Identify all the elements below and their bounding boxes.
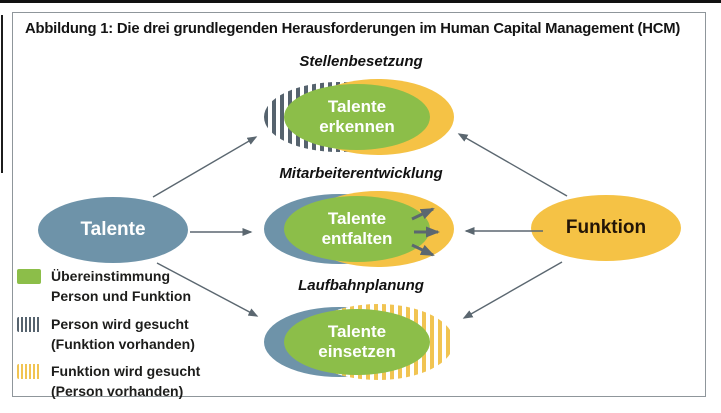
challenge-label-line: einsetzen: [318, 342, 396, 361]
legend-item-function-sought: Funktion wird gesucht (Person vorhanden): [16, 361, 216, 402]
legend-item-person-sought: Person wird gesucht (Funktion vorhanden): [16, 314, 216, 355]
match-ellipse: Talente einsetzen: [284, 309, 430, 375]
funktion-label: Funktion: [565, 217, 647, 238]
talente-label: Talente: [80, 219, 146, 240]
talente-node: Talente: [38, 197, 188, 263]
heading-laufbahnplanung: Laufbahnplanung: [298, 277, 424, 294]
challenge-label-line: Talente: [327, 96, 387, 116]
challenge-label-line: entfalten: [321, 229, 393, 248]
scan-edge-left: [1, 15, 3, 173]
legend-label: Funktion wird gesucht: [51, 363, 201, 380]
legend-label: (Funktion vorhanden): [51, 335, 195, 352]
legend: Übereinstimmung Person und Funktion Pers…: [16, 266, 216, 409]
challenge-erkennen-group: Talente erkennen: [264, 79, 454, 155]
heading-stellenbesetzung: Stellenbesetzung: [299, 53, 423, 70]
legend-label: Person wird gesucht: [51, 315, 189, 332]
legend-swatch-striped-blue: [17, 316, 41, 332]
challenge-label-line: Talente: [327, 321, 387, 341]
legend-swatch-striped-yellow: [17, 364, 41, 380]
legend-label: (Person vorhanden): [51, 383, 184, 400]
challenge-label-line: Talente: [327, 208, 387, 228]
legend-item-match: Übereinstimmung Person und Funktion: [16, 266, 216, 307]
legend-label: Übereinstimmung: [51, 268, 171, 284]
scan-edge-top: [0, 0, 721, 3]
challenge-entfalten-group: Talente entfalten: [264, 191, 454, 267]
legend-swatch-green: [17, 269, 41, 284]
match-ellipse: Talente erkennen: [284, 84, 430, 150]
legend-label: Person und Funktion: [51, 288, 191, 305]
challenge-einsetzen-group: Talente einsetzen: [264, 304, 454, 380]
figure-title: Abbildung 1: Die drei grundlegenden Hera…: [25, 21, 681, 37]
heading-mitarbeiterentwicklung: Mitarbeiterentwicklung: [279, 165, 443, 182]
challenge-label-line: erkennen: [319, 117, 395, 136]
funktion-node: Funktion: [531, 195, 681, 261]
match-ellipse: Talente entfalten: [284, 196, 430, 262]
